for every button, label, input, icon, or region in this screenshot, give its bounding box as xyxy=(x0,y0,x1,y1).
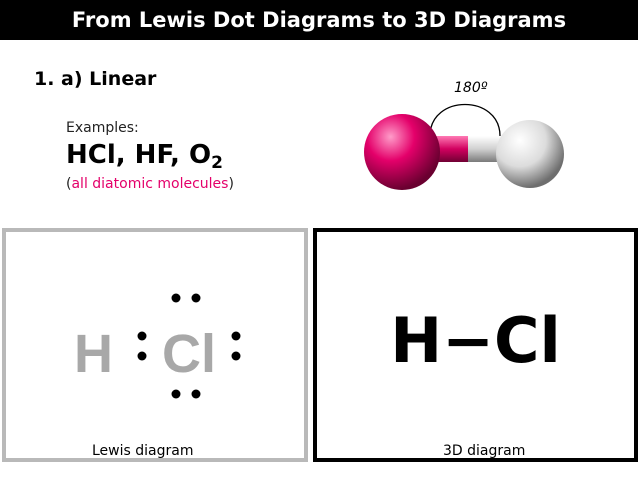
formula-text: HCl, HF, O xyxy=(66,140,212,170)
lone-pair-top-dot xyxy=(171,293,181,303)
slide-title: From Lewis Dot Diagrams to 3D Diagrams xyxy=(0,0,638,40)
lone-pair-bottom-dot xyxy=(171,389,181,399)
note-close-paren: ) xyxy=(228,176,234,192)
lewis-symbol-cl: Cl xyxy=(162,324,216,384)
example-formulas: HCl, HF, O2 xyxy=(66,140,223,173)
structure-3d-panel: H−Cl 3D diagram xyxy=(313,228,638,462)
bond-angle-label: 180º xyxy=(454,80,488,96)
chlorine-atom-sphere xyxy=(364,114,440,190)
lewis-diagram-caption: Lewis diagram xyxy=(92,443,194,459)
bond-angle-arc xyxy=(429,104,501,137)
lewis-diagram-panel: H Cl Lewis diagram xyxy=(2,228,308,462)
section-heading: 1. a) Linear xyxy=(34,68,157,90)
examples-label: Examples: xyxy=(66,120,139,136)
examples-note: (all diatomic molecules) xyxy=(66,176,234,192)
bonding-pair-dot xyxy=(137,331,147,341)
lewis-symbol-h: H xyxy=(74,324,113,384)
lone-pair-right-dot xyxy=(231,331,241,341)
linear-molecule-model xyxy=(364,104,564,190)
structure-3d-caption: 3D diagram xyxy=(443,443,526,459)
structural-formula: H−Cl xyxy=(390,304,561,377)
lone-pair-bottom-dot xyxy=(191,389,201,399)
note-highlight: all diatomic molecules xyxy=(71,176,229,192)
bonding-pair-dot xyxy=(137,351,147,361)
lone-pair-right-dot xyxy=(231,351,241,361)
note-open-paren: ( xyxy=(66,176,72,192)
hydrogen-atom-sphere xyxy=(496,120,564,188)
lewis-diagram: H Cl xyxy=(74,293,241,399)
formula-subscript: 2 xyxy=(211,153,223,173)
lone-pair-top-dot xyxy=(191,293,201,303)
